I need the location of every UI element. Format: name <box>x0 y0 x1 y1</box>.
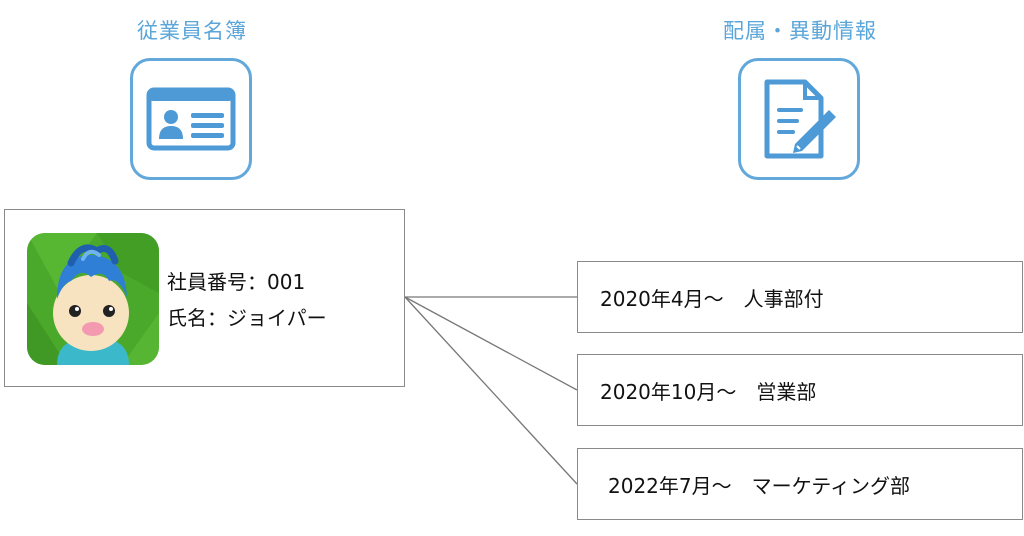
employee-registry-tile <box>130 58 252 180</box>
employee-number: 社員番号：001 <box>167 270 306 294</box>
employee-name: 氏名：ジョイパー <box>167 306 327 330</box>
employee-registry-title: 従業員名簿 <box>137 19 247 43</box>
assignment-entry: 2022年7月～ マーケティング部 <box>577 448 1023 520</box>
id-card-icon <box>146 87 236 151</box>
assignment-entry-text: 2020年4月～ 人事部付 <box>600 286 824 311</box>
document-edit-icon <box>764 79 836 159</box>
assignment-entry-text: 2020年10月～ 営業部 <box>600 379 817 404</box>
assignment-entry: 2020年4月～ 人事部付 <box>577 261 1023 333</box>
assignment-history-tile <box>738 58 860 180</box>
cartoon-avatar-icon <box>27 233 159 365</box>
assignment-history-title: 配属・異動情報 <box>723 19 877 43</box>
employee-card: 社員番号：001 氏名：ジョイパー <box>4 209 405 387</box>
assignment-entry-text: 2022年7月～ マーケティング部 <box>608 473 911 498</box>
connector-line-2 <box>404 296 578 391</box>
assignment-entry: 2020年10月～ 営業部 <box>577 354 1023 426</box>
connector-line-3 <box>404 296 578 485</box>
